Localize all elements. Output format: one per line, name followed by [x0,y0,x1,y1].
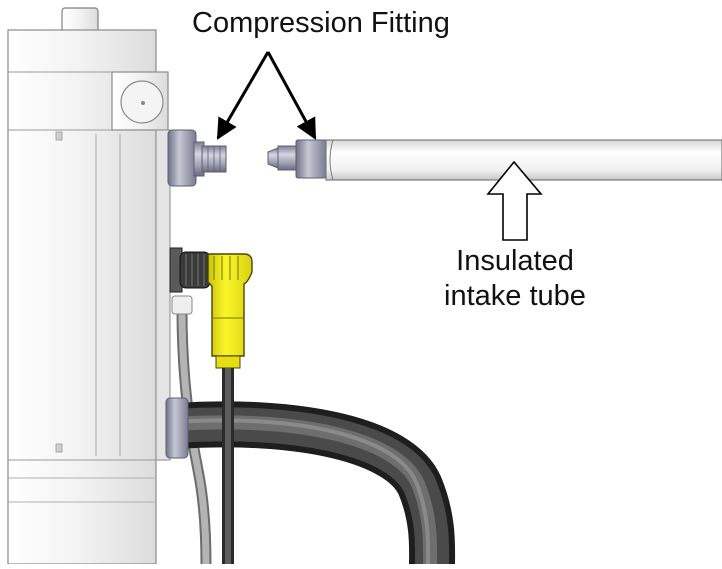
insulated-label-line1: Insulated [456,245,574,277]
tube-pointer-arrow [486,160,543,241]
instrument-housing [7,7,171,565]
insulated-label-line2: intake tube [444,279,586,312]
housing-compression-fitting [167,129,227,187]
compression-fitting-label: Compression Fitting [192,7,450,39]
black-sensor-connector [169,247,211,293]
fitting-pointer-arrows [216,51,317,140]
yellow-connector [207,253,253,369]
insulated-intake-tube-label: Insulated intake tube [436,244,594,314]
gray-cable [171,295,212,565]
tube-compression-fitting [267,139,327,179]
black-hose [165,397,456,565]
